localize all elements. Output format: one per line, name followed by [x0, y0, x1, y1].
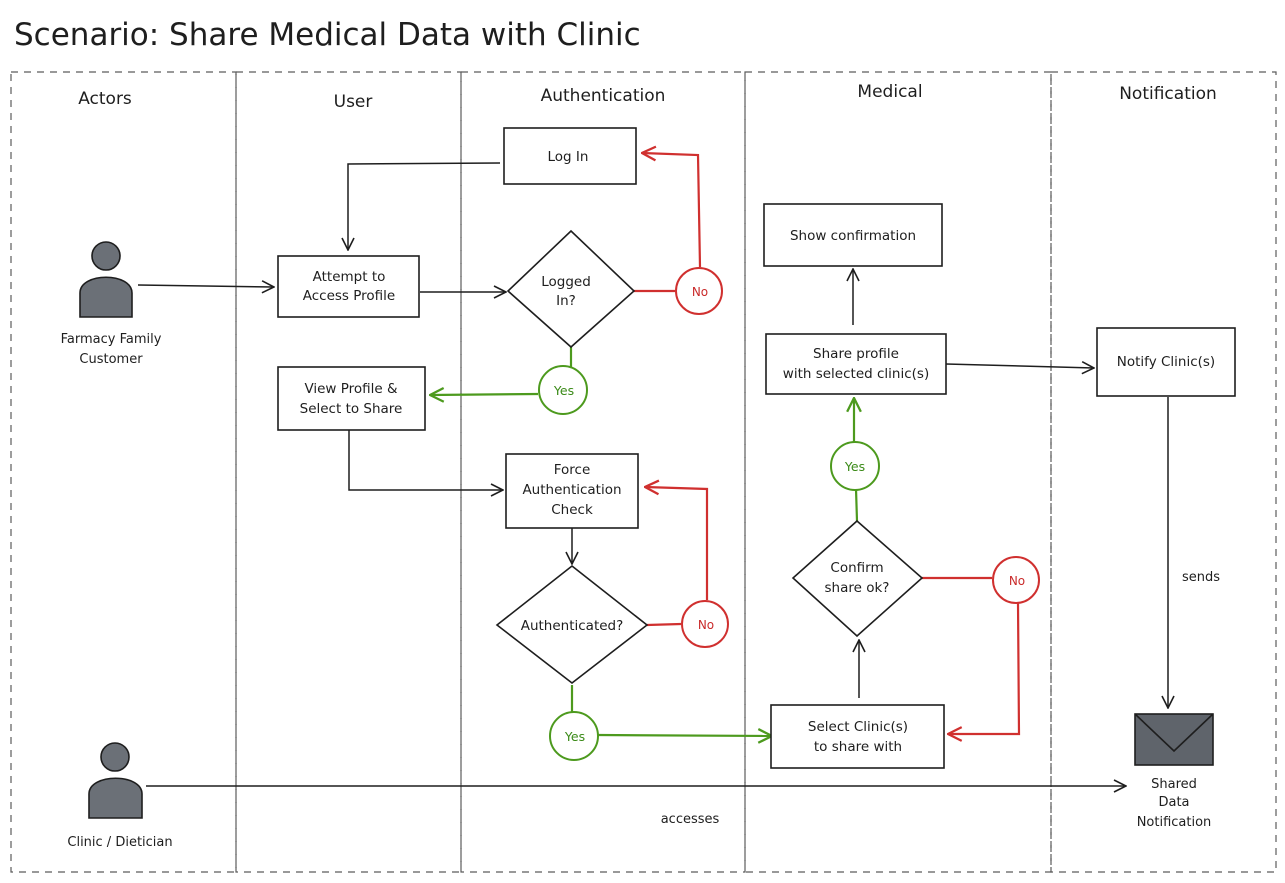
svg-text:Show confirmation: Show confirmation — [790, 228, 916, 244]
svg-text:Logged: Logged — [541, 274, 591, 290]
decision-logged-in: Logged In? — [506, 229, 636, 349]
decision-authenticated: Authenticated? — [495, 564, 649, 685]
decision-confirm-share: Confirm share ok? — [791, 519, 924, 638]
clinic-body — [88, 777, 143, 819]
svg-text:with selected clinic(s): with selected clinic(s) — [783, 366, 929, 382]
actor-customer: Farmacy Family Customer — [61, 241, 162, 367]
connectors-dark — [137, 162, 1168, 786]
svg-text:View Profile &: View Profile & — [304, 381, 398, 397]
svg-text:Access Profile: Access Profile — [303, 288, 395, 304]
yes-badge-authenticated: Yes — [549, 711, 599, 761]
edge-customer-to-attempt — [137, 285, 274, 287]
connectors-yes — [430, 347, 857, 736]
svg-text:Check: Check — [551, 502, 593, 518]
svg-text:Yes: Yes — [844, 459, 865, 474]
shared-label-line2: Data — [1158, 795, 1189, 810]
no-badge-confirm: No — [992, 556, 1040, 604]
svg-text:Authentication: Authentication — [522, 482, 621, 498]
svg-text:No: No — [692, 285, 708, 299]
svg-text:Share profile: Share profile — [813, 346, 899, 362]
edge-view-to-force — [348, 430, 503, 490]
lane-medical — [744, 71, 1052, 873]
edge-authenticated-yes-to-select — [597, 735, 772, 736]
node-notify-clinics: Notify Clinic(s) — [1096, 327, 1236, 397]
yes-badge-logged-in: Yes — [538, 365, 588, 415]
svg-text:In?: In? — [556, 293, 576, 309]
clinic-head — [100, 742, 130, 772]
diagram-title: Scenario: Share Medical Data with Clinic — [14, 17, 641, 53]
customer-body — [79, 276, 133, 318]
svg-text:Confirm: Confirm — [830, 560, 883, 576]
svg-text:Notify Clinic(s): Notify Clinic(s) — [1117, 354, 1215, 370]
svg-text:Authenticated?: Authenticated? — [521, 618, 624, 634]
edge-label-sends: sends — [1182, 570, 1220, 585]
lane-label-notification: Notification — [1119, 84, 1217, 104]
lane-notification — [1050, 71, 1277, 873]
svg-text:Select Clinic(s): Select Clinic(s) — [808, 719, 908, 735]
swimlanes: Actors User Authentication Medical Notif… — [10, 71, 1277, 873]
no-badge-authenticated: No — [681, 600, 729, 648]
customer-head — [91, 241, 121, 271]
node-show-confirmation: Show confirmation — [763, 203, 943, 267]
svg-text:Force: Force — [554, 462, 591, 478]
actor-clinic: Clinic / Dietician — [67, 742, 173, 850]
node-force-authentication: Force Authentication Check — [505, 453, 639, 529]
lane-label-actors: Actors — [78, 89, 132, 109]
edge-login-to-attempt — [348, 162, 501, 250]
edge-confirm-no-to-select — [948, 602, 1021, 734]
node-attempt-access-profile: Attempt to Access Profile — [277, 255, 420, 318]
edge-authenticated-no-stem — [646, 622, 682, 627]
svg-text:share ok?: share ok? — [825, 580, 890, 596]
edge-logged-in-no-to-login — [642, 153, 702, 268]
svg-text:to share with: to share with — [814, 739, 902, 755]
clinic-label: Clinic / Dietician — [67, 835, 172, 850]
node-view-profile: View Profile & Select to Share — [277, 366, 426, 431]
customer-label-line2: Customer — [79, 352, 143, 367]
svg-text:No: No — [1009, 574, 1025, 588]
svg-text:Yes: Yes — [564, 729, 585, 744]
shared-label-line3: Notification — [1137, 815, 1212, 830]
lane-label-authentication: Authentication — [541, 86, 666, 106]
mail-icon — [1134, 713, 1214, 766]
connectors-no — [634, 153, 1021, 734]
node-select-clinics: Select Clinic(s) to share with — [770, 704, 945, 769]
lane-label-medical: Medical — [857, 82, 922, 102]
node-share-profile: Share profile with selected clinic(s) — [765, 333, 947, 395]
svg-text:Yes: Yes — [553, 383, 574, 398]
edge-share-to-notify — [945, 364, 1094, 368]
svg-text:Attempt to: Attempt to — [313, 269, 386, 285]
edge-confirm-yes-stem — [854, 488, 859, 522]
svg-text:No: No — [698, 618, 714, 632]
customer-label-line1: Farmacy Family — [61, 332, 162, 347]
shared-label-line1: Shared — [1151, 777, 1197, 792]
edge-logged-in-yes-to-view — [430, 394, 539, 395]
edge-label-accesses: accesses — [661, 812, 720, 827]
edge-authenticated-no-to-force — [645, 487, 709, 600]
node-log-in: Log In — [503, 127, 637, 185]
no-badge-logged-in: No — [675, 267, 723, 315]
lane-actors — [10, 71, 237, 873]
svg-text:Select to Share: Select to Share — [300, 401, 403, 417]
lane-authentication — [460, 71, 746, 873]
lane-label-user: User — [334, 92, 373, 112]
yes-badge-confirm: Yes — [830, 441, 880, 491]
svg-text:Log In: Log In — [548, 149, 589, 165]
